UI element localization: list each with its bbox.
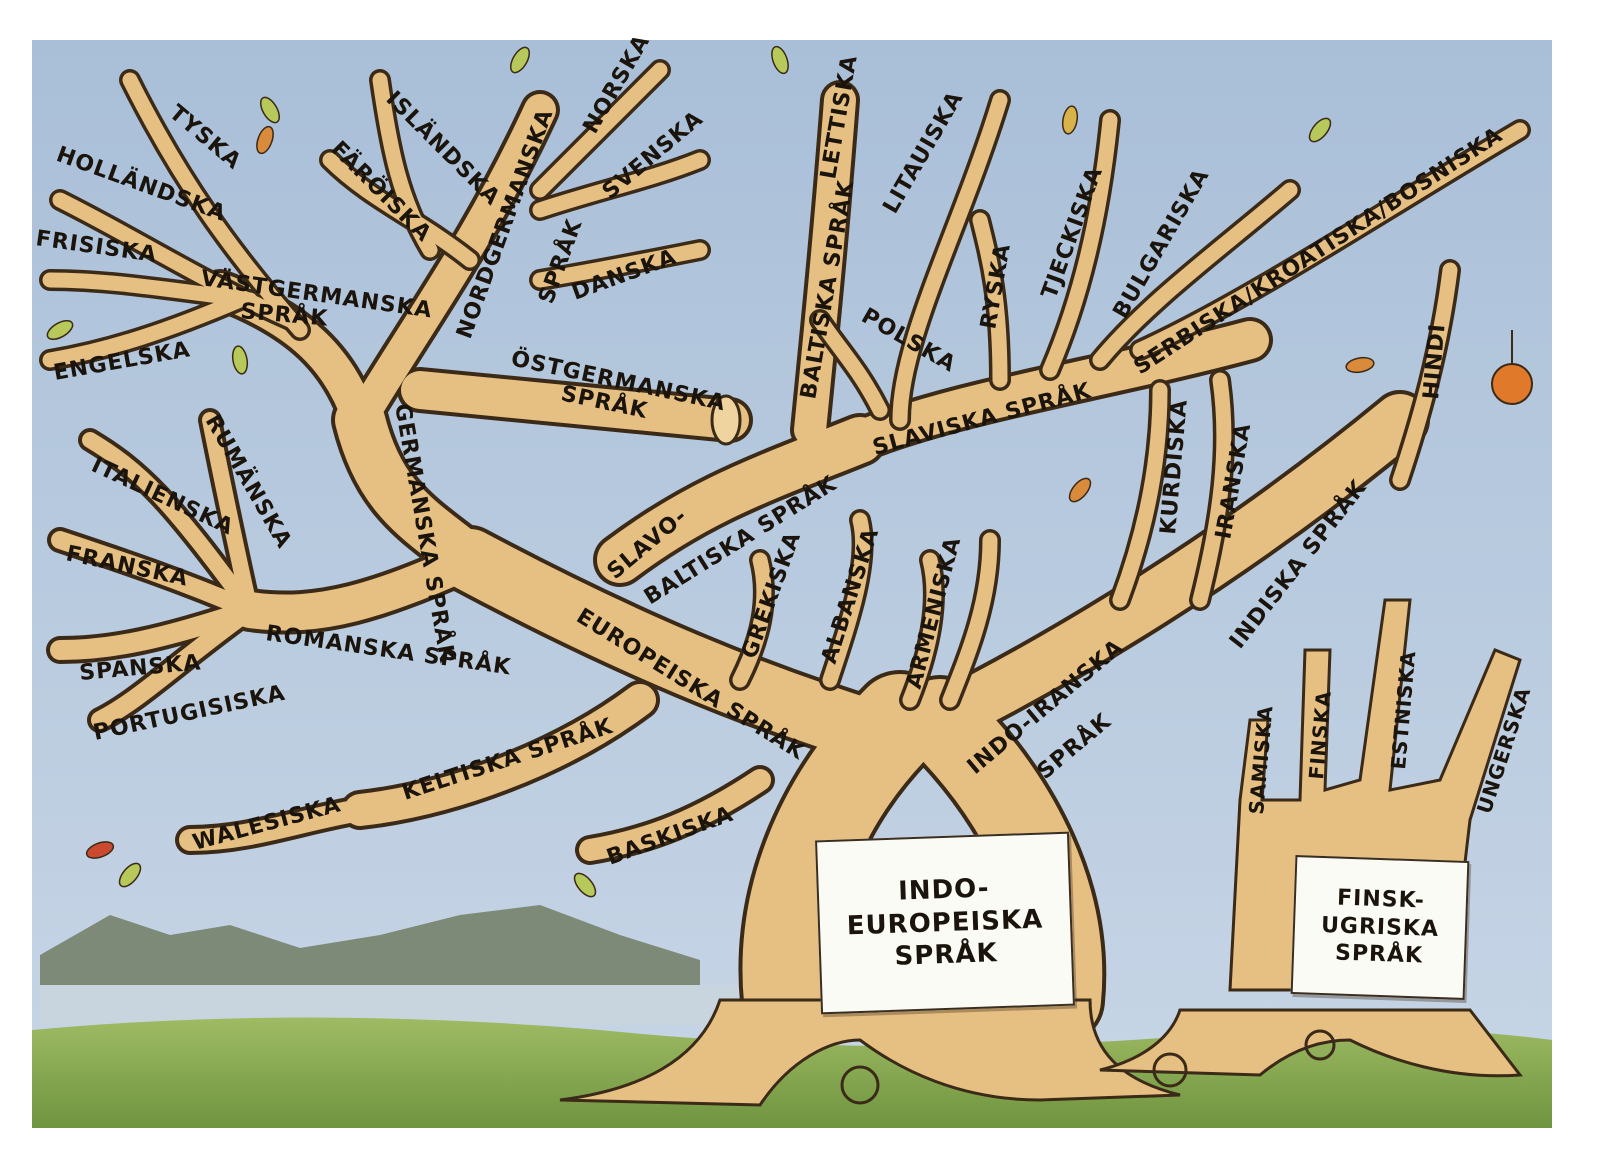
sign-indo-european-line-3: SPRÅK: [894, 938, 999, 973]
sign-indo-european-line-2: EUROPEISKA: [846, 904, 1044, 942]
sign-indo-european: INDO- EUROPEISKA SPRÅK: [815, 831, 1075, 1015]
sign-finno-ugric-line-2: UGRISKA: [1320, 912, 1440, 942]
roots: [559, 998, 1523, 1107]
sign-finno-ugric-line-1: FINSK-: [1336, 885, 1426, 914]
sign-indo-european-line-1: INDO-: [897, 873, 991, 907]
sign-finno-ugric-line-3: SPRÅK: [1334, 940, 1424, 969]
leaves: [46, 45, 1375, 898]
sign-finno-ugric: FINSK- UGRISKA SPRÅK: [1290, 855, 1470, 1000]
apple: [1491, 363, 1533, 405]
distant-mountains: [40, 905, 700, 990]
cut-branch-end: [710, 394, 742, 446]
lake: [40, 985, 740, 1025]
